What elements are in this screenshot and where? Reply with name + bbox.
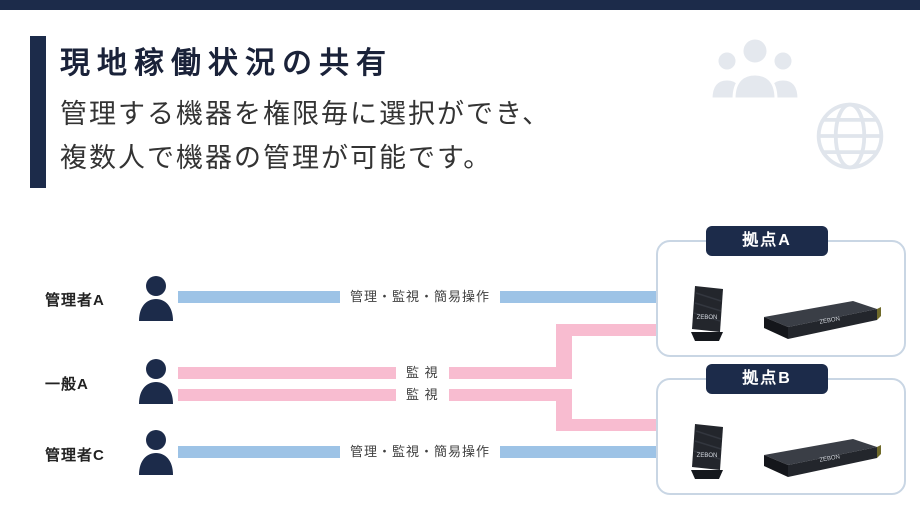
device-brand-text: ZEBON <box>819 316 840 325</box>
site-box-a: ZEBON ZEBON <box>656 240 906 357</box>
connector-to-site-a <box>556 324 660 336</box>
permission-label-admin-a: 管理・監視・簡易操作 <box>340 286 501 308</box>
device-brand-text: ZEBON <box>697 453 718 459</box>
permission-label-admin-c: 管理・監視・簡易操作 <box>340 441 501 463</box>
globe-icon <box>816 102 884 170</box>
site-label-a: 拠点A <box>706 226 828 256</box>
user-avatar-icon <box>139 430 173 475</box>
monitor-bar-bottom <box>178 389 572 401</box>
device-brand-text: ZEBON <box>819 454 840 463</box>
user-label-admin-a: 管理者A <box>45 292 105 309</box>
title-accent-bar <box>30 36 46 188</box>
settop-device-image: ZEBON <box>764 301 881 339</box>
router-device-image: ZEBON <box>691 424 723 479</box>
people-group-icon <box>709 36 801 101</box>
user-label-admin-c: 管理者C <box>45 447 105 464</box>
site-box-b: ZEBON ZEBON <box>656 378 906 495</box>
page-title: 現地稼働状況の共有 <box>60 47 393 80</box>
monitor-label-bottom: 監 視 <box>396 384 449 406</box>
user-label-general-a: 一般A <box>45 376 89 393</box>
site-label-b: 拠点B <box>706 364 828 394</box>
user-avatar-icon <box>139 276 173 321</box>
router-device-image: ZEBON <box>691 286 723 341</box>
user-avatar-icon <box>139 359 173 404</box>
monitor-label-top: 監 視 <box>396 362 449 384</box>
monitor-bar-top <box>178 367 572 379</box>
subtitle-line-2: 複数人で機器の管理が可能です。 <box>60 143 493 173</box>
device-brand-text: ZEBON <box>697 315 718 321</box>
settop-device-image: ZEBON <box>764 439 881 477</box>
top-accent-bar <box>0 0 920 10</box>
connector-to-site-b <box>556 419 660 431</box>
subtitle: 管理する機器を権限毎に選択ができ、 複数人で機器の管理が可能です。 <box>60 92 551 180</box>
subtitle-line-1: 管理する機器を権限毎に選択ができ、 <box>60 99 552 129</box>
connector-up <box>556 324 572 379</box>
